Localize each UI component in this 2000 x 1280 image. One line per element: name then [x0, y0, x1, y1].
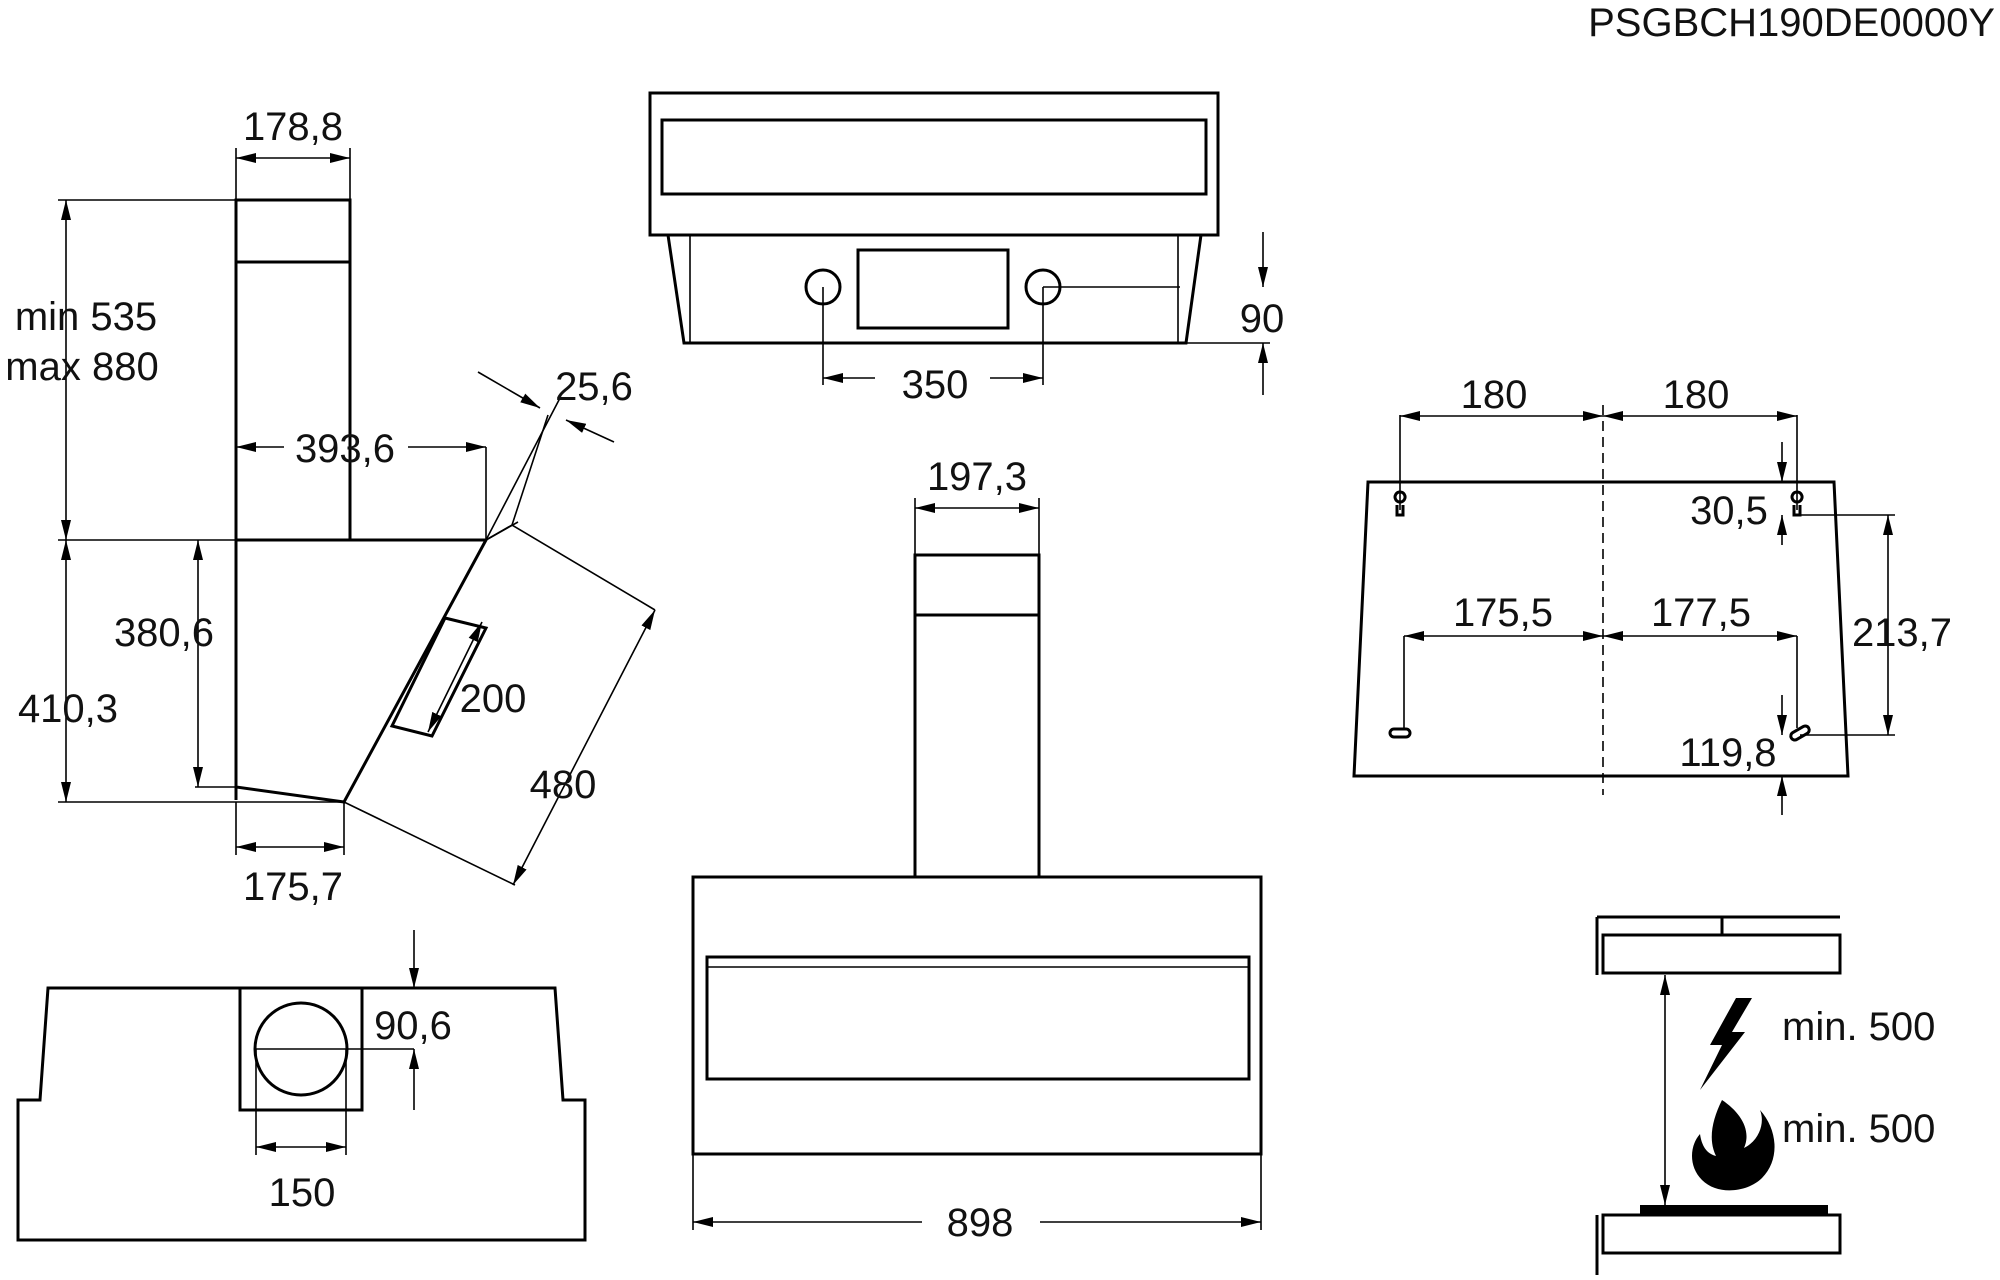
control-panel-view: 350 90: [648, 91, 1285, 407]
dim-hole-vertical-distance: 213,7: [1852, 611, 1952, 655]
mounting-hole-bottom-right: [1789, 724, 1811, 742]
drawing-code: PSGBCH190DE0000Y: [1588, 1, 1995, 45]
clearance-diagram: min. 500 min. 500: [1595, 915, 1935, 1275]
dim-lower-left-spacing: 175,5: [1453, 591, 1553, 635]
dim-top-width: 178,8: [243, 105, 343, 149]
dim-lower-right-spacing: 177,5: [1651, 591, 1751, 635]
dim-hood-height: 380,6: [114, 611, 214, 655]
lightning-icon: [1700, 998, 1752, 1090]
dim-control-panel: 200: [460, 677, 527, 721]
hood-outline: [1601, 933, 1842, 975]
flame-icon: [1692, 1100, 1775, 1191]
clearance-gas: min. 500: [1782, 1107, 1935, 1151]
dim-chimney-min: min 535: [15, 295, 157, 339]
dim-top-hole-offset: 30,5: [1690, 489, 1768, 533]
worktop: [1601, 1213, 1842, 1255]
dim-glass-thickness: 25,6: [555, 365, 633, 409]
dim-chimney-width: 197,3: [927, 455, 1027, 499]
dim-control-spacing: 350: [902, 363, 969, 407]
dim-lower-hole-offset: 119,8: [1679, 731, 1776, 775]
dim-top-right-spacing: 180: [1663, 373, 1730, 417]
dim-chimney-max: max 880: [5, 345, 158, 389]
front-chimney-upper: [913, 553, 1041, 617]
display-window: [856, 248, 1010, 330]
dim-depth: 393,6: [295, 427, 395, 471]
mounting-template: 180 180 30,5 213,7 175,5 177,5 119,8: [1352, 373, 1952, 815]
hood-body-side: [234, 538, 489, 804]
side-view: 178,8 min 535 max 880 393,6 25,6 380,6 4…: [5, 105, 656, 909]
hob-surface: [1640, 1205, 1828, 1215]
dim-total-height: 410,3: [18, 687, 118, 731]
bottom-view: 90,6 150: [16, 930, 587, 1242]
mounting-hole-bottom-left: [1388, 727, 1412, 739]
clearance-electric: min. 500: [1782, 1005, 1935, 1049]
dim-glass-length: 480: [530, 763, 597, 807]
dim-panel-height: 90: [1240, 297, 1285, 341]
dim-outlet-offset: 90,6: [374, 1004, 452, 1048]
front-view: 197,3 898: [691, 455, 1263, 1245]
dim-outlet-diameter: 150: [269, 1171, 336, 1215]
front-glass-panel: [705, 955, 1251, 1081]
front-hood-body: [691, 875, 1263, 1156]
dim-hood-width: 898: [947, 1201, 1014, 1245]
chimney-upper: [234, 198, 352, 264]
dim-bottom-depth: 175,7: [243, 865, 343, 909]
dim-top-left-spacing: 180: [1461, 373, 1528, 417]
